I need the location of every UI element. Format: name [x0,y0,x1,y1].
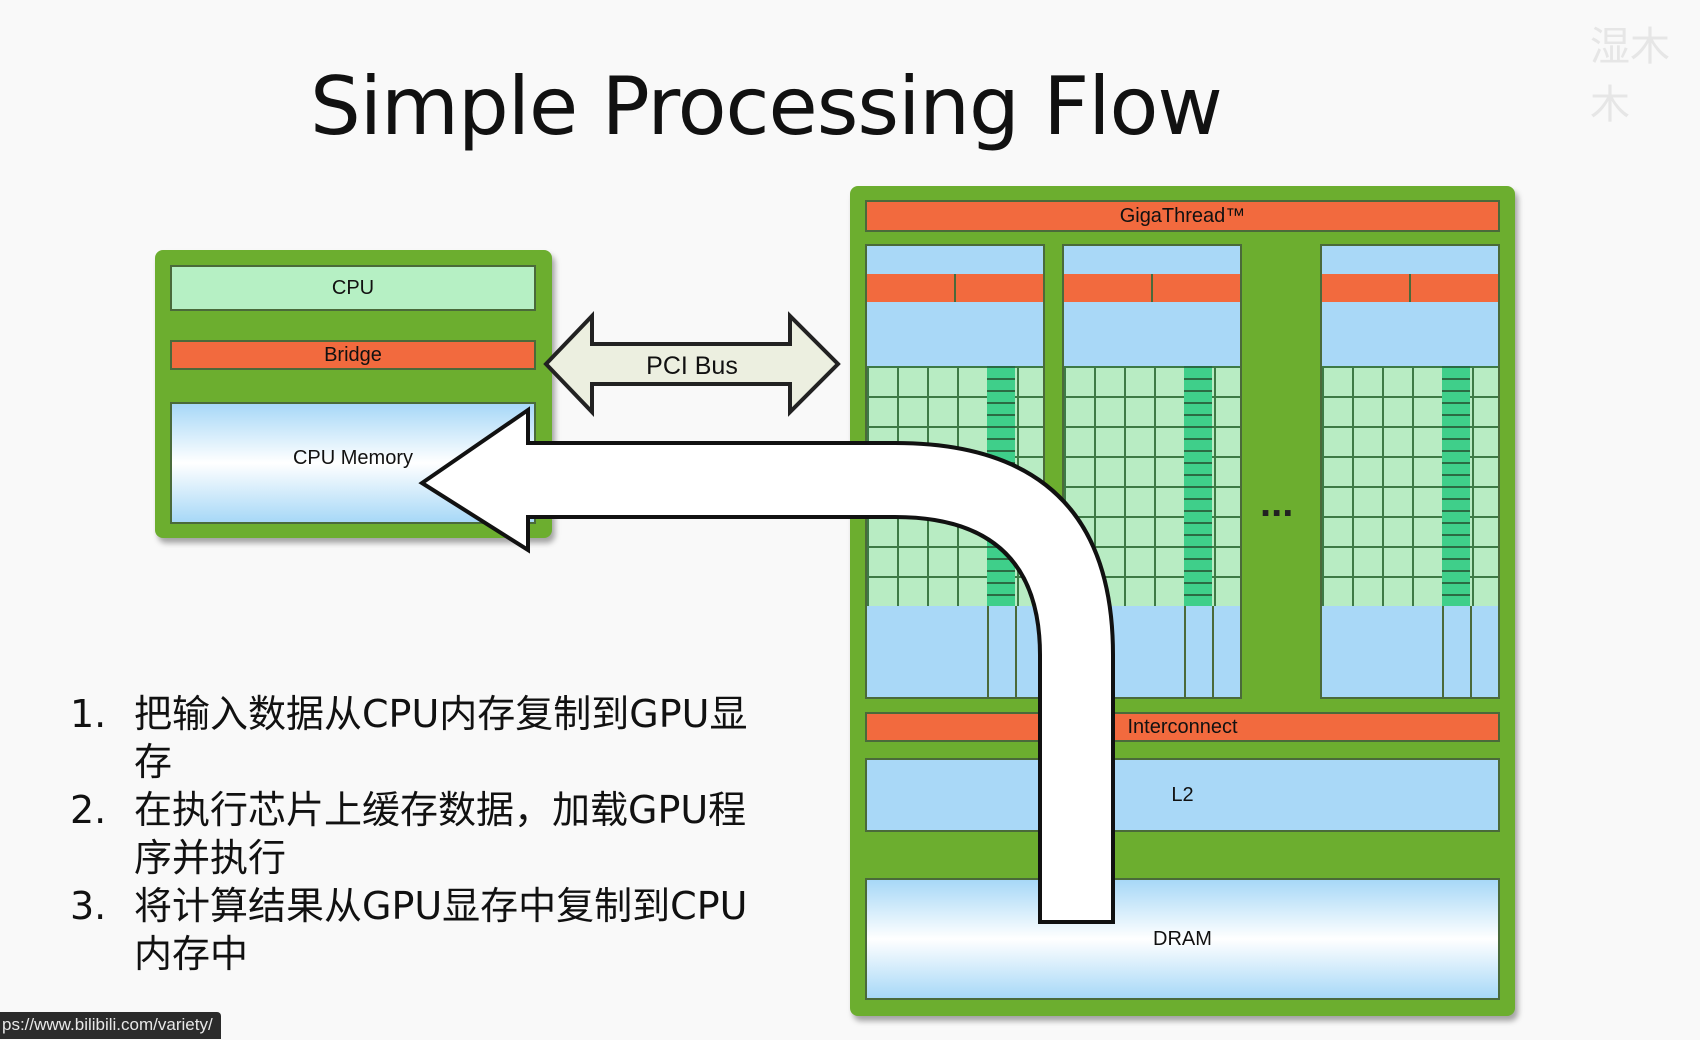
cpu-memory-label: CPU Memory [292,446,413,469]
cpu-box: CPU [170,265,536,311]
divider [1184,606,1186,697]
divider [1442,606,1444,697]
more-sm-ellipsis: ... [1260,481,1294,525]
step-item-3: 3. 将计算结果从GPU显存中复制到CPU内存中 [70,882,750,978]
l2-box: L2 [865,758,1500,832]
sfu-units [1184,366,1212,606]
step-text: 把输入数据从CPU内存复制到GPU显存 [134,692,748,784]
step-number: 1. [70,692,107,736]
page-title: Simple Processing Flow [310,60,1223,153]
step-list: 1. 把输入数据从CPU内存复制到GPU显存 2. 在执行芯片上缓存数据，加载G… [70,690,750,978]
status-url-bar: ps://www.bilibili.com/variety/ [0,1012,221,1039]
divider [987,606,989,697]
bridge-box: Bridge [170,340,536,370]
sfu-units [1442,366,1470,606]
sm-column-3 [1320,244,1500,699]
step-number: 2. [70,788,107,832]
divider [1212,606,1214,697]
dram-box: DRAM [865,878,1500,1000]
sm-scheduler-row [867,274,1043,302]
cpu-panel: CPU Bridge CPU Memory [155,250,552,538]
step-number: 3. [70,884,107,928]
divider [1015,606,1017,697]
pci-bus-label: PCI Bus [646,352,738,380]
pci-bus-arrow [543,311,841,417]
divider [1470,606,1472,697]
interconnect-bar: Interconnect [865,712,1500,742]
gigathread-bar: GigaThread™ [865,200,1500,232]
step-text: 在执行芯片上缓存数据，加载GPU程序并执行 [134,788,747,880]
step-text: 将计算结果从GPU显存中复制到CPU内存中 [134,884,748,976]
watermark: 湿木木 [1590,24,1670,128]
gpu-panel: GigaThread™ ... Interconnect L2 DRAM [850,186,1515,1016]
sm-scheduler-row [1064,274,1240,302]
step-item-1: 1. 把输入数据从CPU内存复制到GPU显存 [70,690,750,786]
data-return-arrow [418,406,1115,924]
step-item-2: 2. 在执行芯片上缓存数据，加载GPU程序并执行 [70,786,750,882]
sm-scheduler-row [1322,274,1498,302]
